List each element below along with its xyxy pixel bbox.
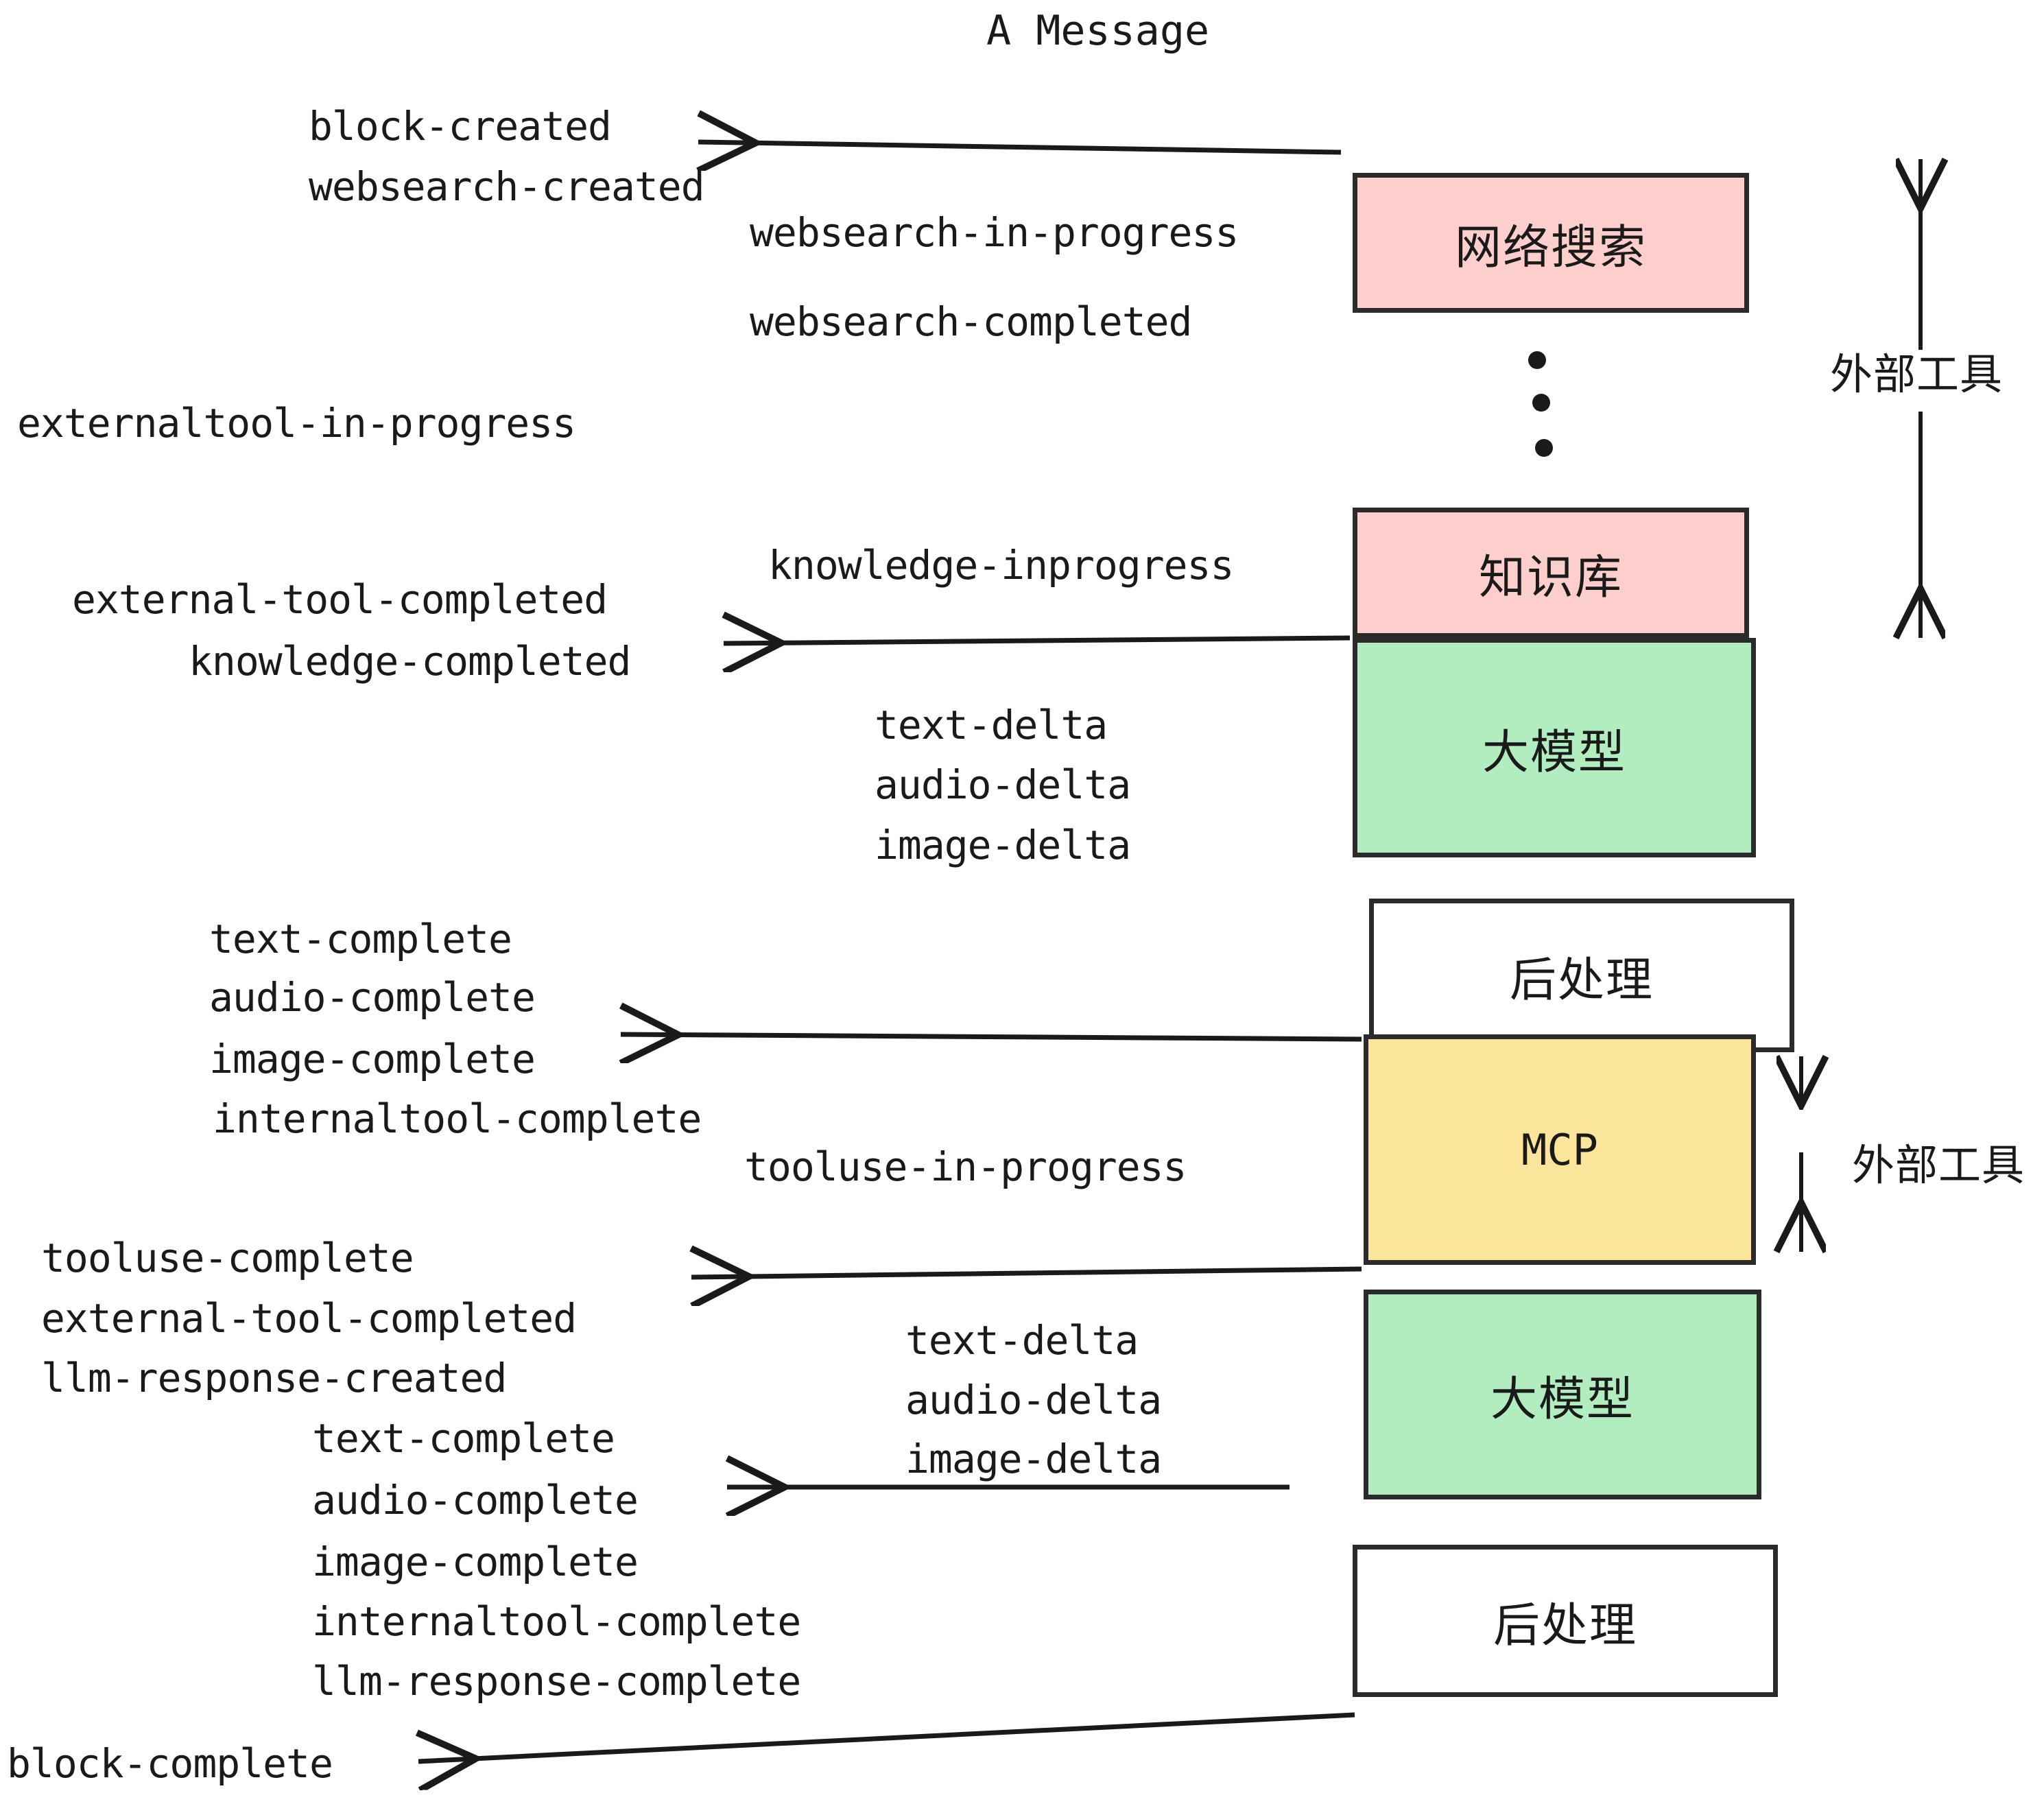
event-label-audio-complete-2: audio-complete bbox=[312, 1477, 639, 1523]
box-label-postprocess-top: 后处理 bbox=[1509, 953, 1654, 1008]
event-label-image-delta-2: image-delta bbox=[905, 1436, 1162, 1482]
event-label-internaltool-complete-2: internaltool-complete bbox=[312, 1598, 801, 1645]
box-postprocess-bot: 后处理 bbox=[1353, 1545, 1778, 1697]
box-llm-top: 大模型 bbox=[1353, 638, 1756, 857]
event-label-audio-delta-1: audio-delta bbox=[875, 761, 1131, 808]
event-label-text-complete-1: text-complete bbox=[209, 916, 512, 962]
event-label-llm-response-complete: llm-response-complete bbox=[312, 1658, 801, 1705]
event-label-websearch-created: websearch-created bbox=[309, 163, 705, 210]
box-llm-bottom: 大模型 bbox=[1364, 1290, 1761, 1499]
box-label-mcp: MCP bbox=[1521, 1124, 1598, 1175]
ellipsis-dot-3 bbox=[1535, 439, 1553, 457]
box-label-llm-bottom: 大模型 bbox=[1490, 1372, 1635, 1427]
event-label-knowledge-completed: knowledge-completed bbox=[189, 638, 631, 685]
event-label-externaltool-in-progress: externaltool-in-progress bbox=[17, 400, 576, 447]
event-label-audio-complete-1: audio-complete bbox=[209, 974, 536, 1021]
ellipsis-dot-1 bbox=[1528, 351, 1546, 369]
event-label-block-complete: block-complete bbox=[7, 1740, 333, 1787]
ellipsis-dot-2 bbox=[1532, 394, 1550, 412]
event-label-image-complete-1: image-complete bbox=[209, 1036, 536, 1082]
event-label-text-delta-2: text-delta bbox=[905, 1317, 1139, 1364]
event-label-block-created: block-created bbox=[309, 103, 612, 150]
box-mcp: MCP bbox=[1364, 1034, 1756, 1265]
arrow-block-created bbox=[698, 142, 1342, 152]
event-label-llm-response-created: llm-response-created bbox=[41, 1355, 507, 1401]
scope-label-external-tools-bottom: 外部工具 bbox=[1852, 1140, 2025, 1190]
box-label-knowledge: 知识库 bbox=[1478, 550, 1623, 605]
event-label-external-tool-completed-2: external-tool-completed bbox=[41, 1295, 577, 1342]
event-label-image-delta-1: image-delta bbox=[875, 822, 1131, 868]
arrow-tooluse-complete bbox=[691, 1269, 1362, 1277]
event-label-websearch-in-progress: websearch-in-progress bbox=[750, 209, 1239, 256]
box-websearch: 网络搜索 bbox=[1353, 173, 1749, 313]
event-label-image-complete-2: image-complete bbox=[312, 1539, 639, 1585]
event-label-knowledge-inprogress: knowledge-inprogress bbox=[768, 542, 1234, 589]
box-label-llm-top: 大模型 bbox=[1482, 725, 1626, 780]
event-label-tooluse-complete: tooluse-complete bbox=[41, 1235, 414, 1281]
event-label-tooluse-in-progress: tooluse-in-progress bbox=[744, 1143, 1187, 1190]
box-knowledge: 知识库 bbox=[1353, 508, 1749, 638]
page-title: A Message bbox=[986, 7, 1210, 55]
arrow-knowledge-completed bbox=[724, 638, 1351, 643]
event-label-text-complete-2: text-complete bbox=[312, 1415, 615, 1462]
scope-label-external-tools-top: 外部工具 bbox=[1830, 349, 2004, 399]
event-label-audio-delta-2: audio-delta bbox=[905, 1377, 1162, 1423]
box-postprocess-top: 后处理 bbox=[1369, 899, 1794, 1052]
event-label-external-tool-completed-1: external-tool-completed bbox=[72, 576, 608, 623]
event-label-text-delta-1: text-delta bbox=[875, 702, 1108, 748]
event-label-websearch-completed: websearch-completed bbox=[750, 298, 1192, 345]
event-label-internaltool-complete-1: internaltool-complete bbox=[213, 1095, 702, 1142]
arrow-block-complete bbox=[418, 1712, 1355, 1761]
box-label-websearch: 网络搜索 bbox=[1454, 220, 1647, 275]
box-label-postprocess-bot: 后处理 bbox=[1493, 1598, 1637, 1653]
arrow-image-complete bbox=[621, 1034, 1362, 1039]
